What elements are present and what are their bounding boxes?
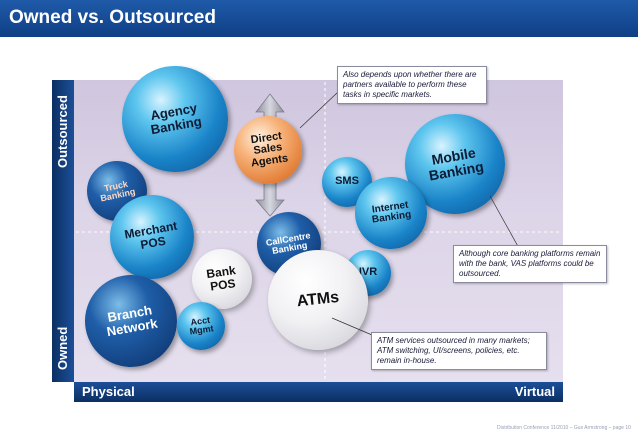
footer-text: Distribution Conference 11/2010 – Gus Ar…: [497, 425, 631, 431]
note-atms: ATM services outsourced in many markets;…: [371, 332, 547, 370]
callout-line-mobile: [489, 195, 521, 251]
title-bar: Owned vs. Outsourced: [0, 0, 638, 37]
callout-line-atms: [331, 317, 373, 336]
y-axis-bar: Outsourced Owned: [52, 80, 74, 382]
slide-title: Owned vs. Outsourced: [9, 7, 216, 28]
note-partners: Also depends upon whether there are part…: [337, 66, 487, 104]
note-mobile: Although core banking platforms remain w…: [453, 245, 607, 283]
x-axis-label-virtual: Virtual: [514, 384, 555, 399]
callout-line-partners: [299, 91, 339, 129]
x-axis-bar: Physical Virtual: [74, 382, 563, 402]
x-axis-label-physical: Physical: [82, 384, 135, 399]
